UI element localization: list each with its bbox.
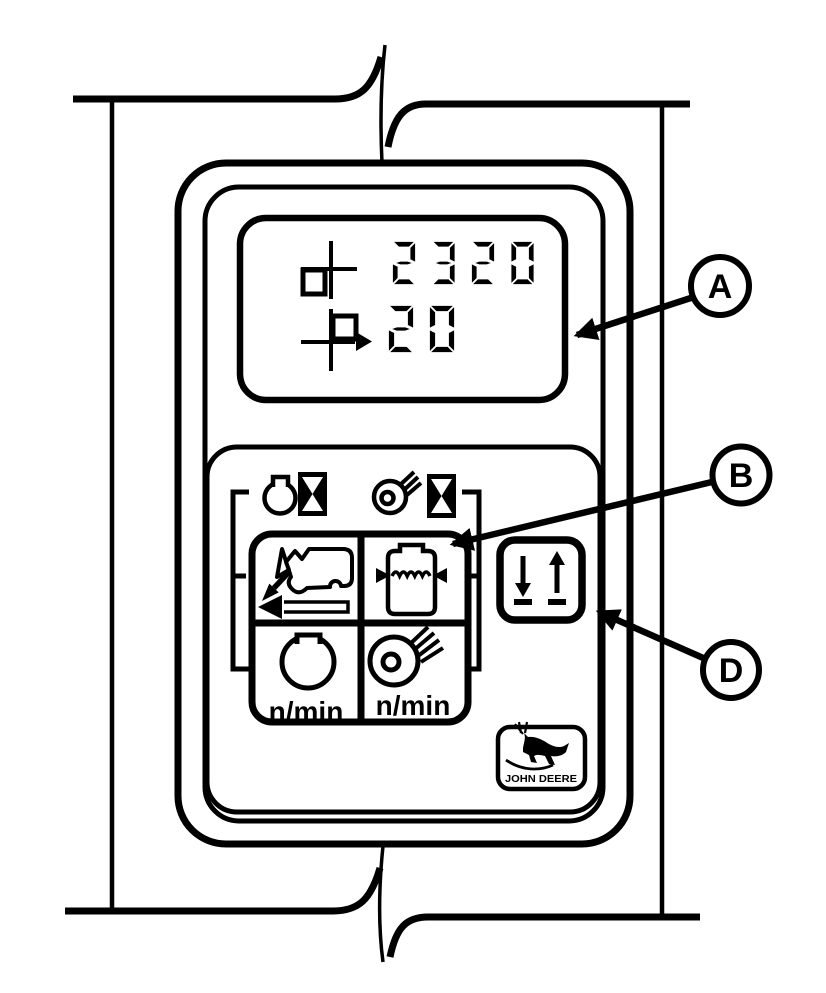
combine-feed-arrowhead <box>262 583 279 601</box>
cleaning-fan-icon <box>371 478 409 516</box>
leaping-deer-icon <box>523 733 569 765</box>
callout-b-label: B <box>729 457 754 495</box>
ground-speed-button[interactable] <box>258 547 354 619</box>
break-mark-top <box>379 44 387 164</box>
wall-frame <box>65 44 700 963</box>
raise-lower-button[interactable] <box>496 536 586 624</box>
lcd-value-row-1 <box>389 238 537 288</box>
fan-speed-button[interactable]: n/min <box>367 625 451 721</box>
callout-a: A <box>573 254 752 340</box>
logo-outline <box>495 724 588 792</box>
raise-lower-button-outline <box>496 536 586 624</box>
callout-b: B <box>449 443 773 551</box>
grain-tank-button[interactable] <box>376 542 447 617</box>
wall-bottom-rail-left <box>65 867 384 915</box>
callout-d-arrow <box>595 609 712 664</box>
wall-top-rail-right <box>384 100 690 148</box>
drum-speed-unit-label: n/min <box>269 696 344 727</box>
callout-a-circle <box>688 254 752 318</box>
bracket-left <box>230 489 249 672</box>
cleaning-fan-icon <box>367 634 421 688</box>
partial-area-counter-icon <box>301 309 372 371</box>
tank-level-wave <box>390 570 432 581</box>
callout-b-arrow <box>449 477 717 551</box>
tank-right-arrow <box>433 568 447 583</box>
lcd-value-row-2 <box>385 302 458 356</box>
break-mark-bottom <box>377 845 385 963</box>
fan-speed-unit-label: n/min <box>376 690 451 721</box>
fan-air-lines <box>398 470 423 497</box>
deer-ground-swoosh <box>505 758 554 771</box>
left-arrow-shaft <box>284 600 350 614</box>
combine-icon <box>275 547 354 595</box>
right-arrowhead-icon <box>356 332 372 351</box>
hourglass-glyph <box>431 479 452 513</box>
wall-top-rail-left <box>73 56 385 103</box>
callout-d-circle <box>700 639 762 701</box>
john-deere-logo: JOHN DEERE <box>495 721 588 792</box>
callout-a-label: A <box>708 268 733 306</box>
logo-wordmark: JOHN DEERE <box>505 774 577 785</box>
tank-left-arrow <box>376 568 390 583</box>
drum-speed-button[interactable]: n/min <box>269 632 344 727</box>
combine-feed-arrow-shaft <box>271 569 293 590</box>
area-counter-icon <box>300 241 357 299</box>
callout-d: D <box>595 609 762 701</box>
callout-a-arrow <box>573 291 702 340</box>
grain-tank-icon <box>385 542 438 617</box>
fan-hours-indicator <box>371 470 456 518</box>
drum-notch <box>270 474 291 487</box>
fan-air-lines <box>407 625 445 664</box>
callout-d-label: D <box>719 652 744 690</box>
drum-hours-indicator <box>262 472 327 516</box>
callout-b-circle <box>709 443 773 507</box>
drum-notch <box>294 632 323 644</box>
left-arrowhead-icon <box>258 595 282 619</box>
wall-bottom-rail-right <box>386 913 700 958</box>
hourglass-glyph <box>302 477 323 511</box>
deer-antlers <box>514 721 529 735</box>
